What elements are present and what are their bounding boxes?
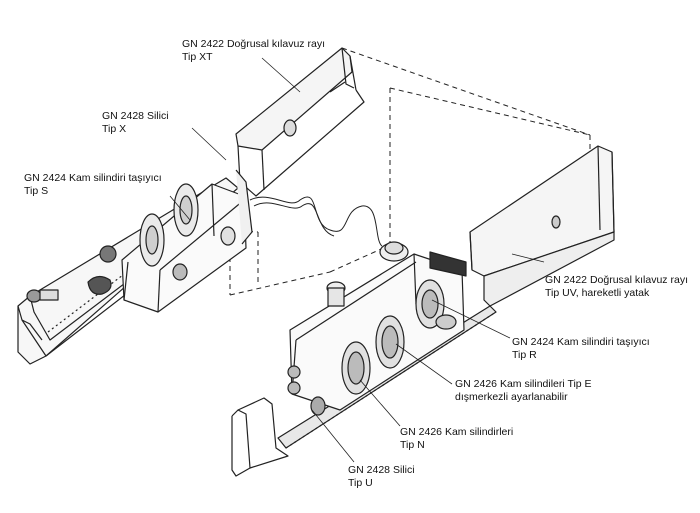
leader-lines (169, 57, 545, 463)
carrier-s-shape (26, 169, 253, 313)
guide-rail-xt-shape (235, 47, 365, 197)
carrier-r-shape (287, 241, 467, 416)
cable (249, 196, 383, 247)
